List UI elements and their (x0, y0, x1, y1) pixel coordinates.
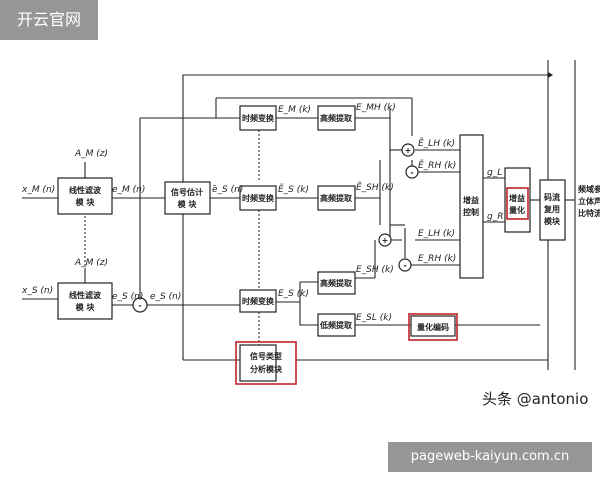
lin-filter-bottom-block (57, 282, 113, 320)
lin-filter-bottom-line1: 线性滤波 (69, 290, 102, 300)
arrow (548, 72, 553, 78)
gain-quant-line2: 量化 (509, 205, 525, 215)
label-elh-k: E_LH (k) (418, 229, 455, 239)
label-gr: g_R (487, 212, 503, 222)
credit-text: 头条 @antonio (482, 390, 589, 408)
label-xm: x_M (n) (21, 185, 55, 195)
adder-mid-2-sign: - (403, 261, 406, 270)
bitstream-mux-block (539, 179, 566, 241)
label-erh-k: E_RH (k) (418, 254, 456, 264)
label-elh-tilde-k: Ẽ_LH (k) (418, 138, 455, 149)
gain-quant-block (504, 167, 531, 233)
signal-estimate-line2: 模 块 (178, 199, 198, 209)
label-emh-k: E_MH (k) (356, 103, 396, 113)
tf-top-block (239, 105, 277, 131)
wire-bus-98 (215, 98, 240, 119)
adder-input (132, 297, 148, 313)
label-es2: e_S (n) (150, 292, 181, 302)
label-gl: g_L (487, 168, 502, 178)
right-text-1: 频域参数 (578, 184, 600, 194)
watermark-bottom: pageweb-kaiyun.com.cn (388, 442, 592, 472)
hf-bot-label: 高频提取 (320, 278, 352, 288)
gain-quant-highlight (506, 187, 529, 220)
bitstream-line1: 码流 (544, 192, 560, 202)
adder-input-sign: - (138, 301, 141, 310)
adder-mid-2 (398, 258, 412, 272)
signal-estimate-line1: 信号估计 (171, 187, 203, 197)
adder-mid (378, 233, 392, 247)
label-em-k: E_M (k) (278, 105, 311, 115)
label-es-k: E_S (k) (278, 289, 309, 299)
bitstream-line3: 模块 (544, 216, 561, 226)
right-text-3: 比特流 (578, 208, 600, 218)
label-es-tilde: ẽ_S (n) (212, 185, 243, 195)
signal-type-highlight (235, 341, 297, 385)
watermark-top: 开云官网 (0, 0, 98, 40)
label-em: e_M (n) (112, 185, 145, 195)
tf-mid-block (239, 185, 277, 211)
adder-top-2 (405, 165, 419, 179)
signal-type-line1: 信号类型 (250, 351, 282, 361)
adder-mid-sign: + (382, 236, 389, 245)
label-es: e_S (n) (112, 292, 143, 302)
label-es-tilde-k: Ẽ_S (k) (278, 184, 309, 195)
right-text-2: 立体声 (578, 196, 600, 206)
hf-mid-label: 高频提取 (320, 193, 352, 203)
lf-label: 低频提取 (319, 320, 352, 330)
lf-block (317, 313, 356, 337)
hf-top-label: 高频提取 (320, 113, 352, 123)
adder-top-2-sign: - (410, 168, 413, 177)
label-am-top: A_M (z) (74, 149, 108, 159)
gain-control-line2: 控制 (463, 207, 479, 217)
quant-encode-label: 量化编码 (417, 322, 449, 332)
quant-encode-block (410, 315, 456, 337)
tf-mid-label: 时频变换 (242, 193, 275, 203)
tf-bot-block (239, 289, 277, 313)
hf-bot-block (317, 271, 356, 295)
signal-type-block (239, 344, 277, 382)
signal-estimate-block (164, 181, 211, 215)
label-erh-tilde-k: Ẽ_RH (k) (418, 160, 456, 171)
hf-top-block (317, 105, 356, 131)
lin-filter-top-line1: 线性滤波 (69, 185, 102, 195)
label-xs: x_S (n) (21, 286, 53, 296)
gain-control-line1: 增益 (463, 195, 479, 205)
label-esl-k: E_SL (k) (356, 313, 392, 323)
lin-filter-top-line2: 模 块 (76, 197, 96, 207)
signal-type-line2: 分析模块 (250, 364, 283, 374)
gain-control-block (459, 134, 484, 279)
lin-filter-bottom-line2: 模 块 (76, 302, 96, 312)
tf-bot-label: 时频变换 (242, 296, 275, 306)
hf-mid-block (317, 185, 356, 211)
lin-filter-top-block (57, 177, 113, 215)
adder-top-sign: + (405, 146, 412, 155)
label-esh-tilde-k: Ẽ_SH (k) (356, 182, 394, 193)
label-esh-k: E_SH (k) (356, 265, 394, 275)
quant-encode-highlight (408, 313, 458, 341)
tf-top-label: 时频变换 (242, 113, 275, 123)
wire-top-bus (182, 74, 548, 181)
adder-top (401, 143, 415, 157)
wire-es-k-split (299, 282, 318, 326)
label-am-bottom: A_M (z) (74, 258, 108, 268)
bitstream-line2: 复用 (543, 204, 560, 214)
gain-quant-line1: 增益 (509, 193, 525, 203)
